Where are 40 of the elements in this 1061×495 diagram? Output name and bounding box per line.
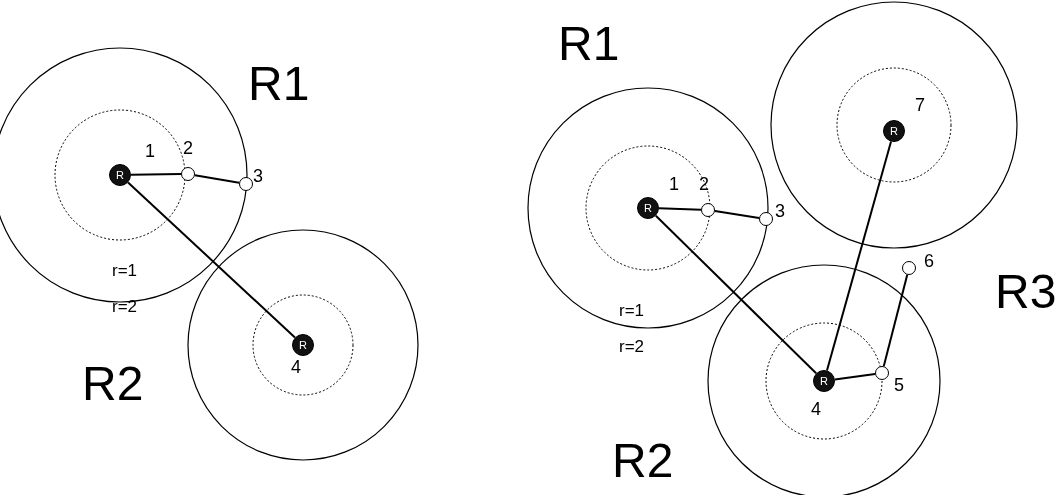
waypoint-circle [875, 366, 889, 380]
waypoint-circle [902, 261, 916, 275]
waypoint-circle [759, 212, 773, 226]
node-number: 4 [291, 358, 301, 376]
connector-line [127, 181, 296, 339]
region-label: R1 [558, 20, 620, 68]
radius-label: r=1 [112, 262, 138, 279]
region-label: R3 [995, 268, 1057, 316]
connector-line [825, 140, 893, 372]
node-number: 1 [669, 175, 679, 193]
node-number: 2 [699, 175, 709, 193]
node-number: 4 [811, 400, 821, 418]
waypoint-circle [701, 203, 715, 217]
node-number: 7 [915, 96, 925, 114]
connector-line [882, 273, 909, 368]
node-number: 3 [253, 167, 263, 185]
node-number: 6 [924, 252, 934, 270]
radius-label: r=2 [619, 338, 645, 355]
robot-node: R [813, 370, 835, 392]
node-number: 5 [894, 376, 904, 394]
connector-line [713, 210, 761, 219]
region-label: R2 [612, 437, 674, 485]
connector-line [130, 173, 182, 176]
region-label: R2 [82, 360, 144, 408]
node-number: 3 [775, 202, 785, 220]
connector-line [658, 207, 702, 211]
robot-node: R [883, 120, 905, 142]
connector-line [654, 214, 818, 375]
node-number: 1 [145, 142, 155, 160]
connector-line [833, 372, 877, 381]
connector-line [193, 174, 241, 184]
region-label: R1 [248, 60, 310, 108]
node-number: 2 [183, 139, 193, 157]
waypoint-circle [239, 177, 253, 191]
robot-node: R [109, 164, 131, 186]
waypoint-circle [181, 167, 195, 181]
robot-node: R [637, 197, 659, 219]
radius-label: r=1 [619, 302, 645, 319]
radius-label: r=2 [112, 298, 138, 315]
robot-node: R [292, 334, 314, 356]
